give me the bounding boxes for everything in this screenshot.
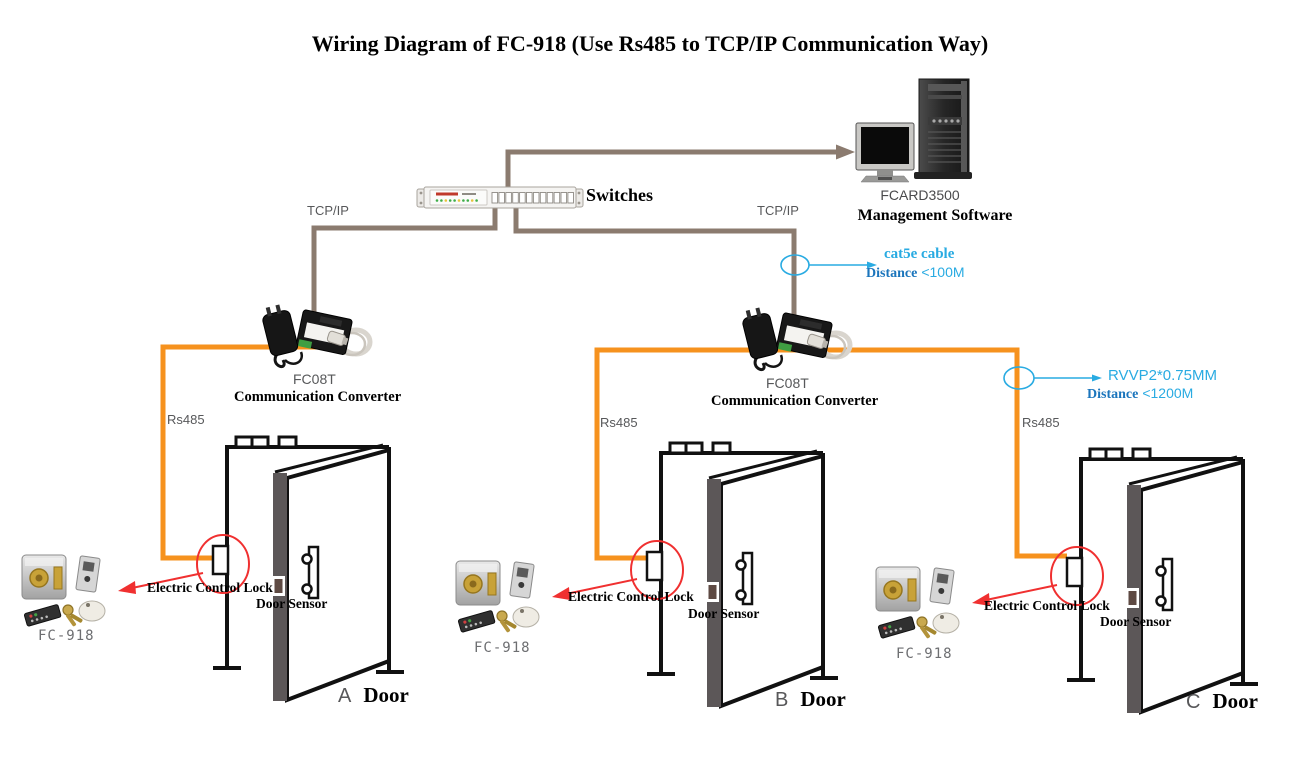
management-pc-graphic — [855, 78, 972, 183]
rvvp-callout-title: RVVP2*0.75MM — [1108, 367, 1217, 384]
door-label-b: B Door — [775, 687, 846, 712]
sensor-label-c: Door Sensor — [1100, 614, 1172, 629]
rs485-wire-door-a — [160, 344, 318, 561]
tcpip-wire-right — [513, 193, 797, 340]
rs485-label-c: Rs485 — [1022, 415, 1060, 430]
distance-value: <100M — [921, 264, 965, 280]
sensor-label-a: Door Sensor — [256, 596, 328, 611]
fc918-label-c: FC-918 — [896, 646, 953, 662]
door-word: Door — [1212, 689, 1258, 713]
rvvp-callout-marker — [1003, 366, 1102, 390]
sensor-label-b: Door Sensor — [688, 606, 760, 621]
lock-label-c: Electric Control Lock — [984, 598, 1110, 613]
converter-2-graphic — [740, 306, 850, 370]
cat5e-callout-distance: Distance<100M — [866, 264, 965, 282]
door-word: Door — [800, 687, 846, 711]
rs485-label-b: Rs485 — [600, 415, 638, 430]
switches-label: Switches — [586, 185, 653, 205]
door-letter: C — [1186, 691, 1201, 713]
network-switch-graphic — [416, 186, 584, 209]
rs485-label-a: Rs485 — [167, 412, 205, 427]
fc918-label-b: FC-918 — [474, 640, 531, 656]
tcpip-wire-left — [311, 193, 498, 334]
fc918-device-a — [21, 554, 106, 628]
converter-2-model: FC08T — [766, 375, 809, 391]
lock-label-b: Electric Control Lock — [568, 589, 694, 604]
converter-2-label: Communication Converter — [711, 393, 879, 409]
cat5e-callout-marker — [780, 254, 877, 276]
distance-word: Distance — [866, 266, 918, 281]
door-label-c: C Door — [1186, 689, 1258, 714]
door-letter: B — [775, 689, 789, 711]
converter-1-graphic — [260, 303, 370, 367]
pc-software-label: Management Software — [857, 207, 1013, 224]
tcpip-right-label: TCP/IP — [757, 203, 799, 218]
converter-1-label: Communication Converter — [234, 389, 402, 405]
pc-model-label: FCARD3500 — [880, 187, 960, 203]
distance-word: Distance — [1087, 387, 1139, 402]
cat5e-callout-title: cat5e cable — [884, 246, 955, 262]
rvvp-callout-distance: Distance<1200M — [1087, 385, 1193, 403]
wire-switch-to-pc — [505, 144, 855, 190]
door-word: Door — [363, 683, 409, 707]
tcpip-left-label: TCP/IP — [307, 203, 349, 218]
lock-label-a: Electric Control Lock — [147, 580, 273, 595]
door-label-a: A Door — [338, 683, 409, 708]
converter-1-model: FC08T — [293, 371, 336, 387]
fc918-device-b — [455, 560, 540, 634]
fc918-label-a: FC-918 — [38, 628, 95, 644]
fc918-device-c — [875, 566, 960, 640]
door-letter: A — [338, 685, 352, 707]
page-title: Wiring Diagram of FC-918 (Use Rs485 to T… — [311, 31, 989, 56]
distance-value: <1200M — [1142, 385, 1194, 401]
